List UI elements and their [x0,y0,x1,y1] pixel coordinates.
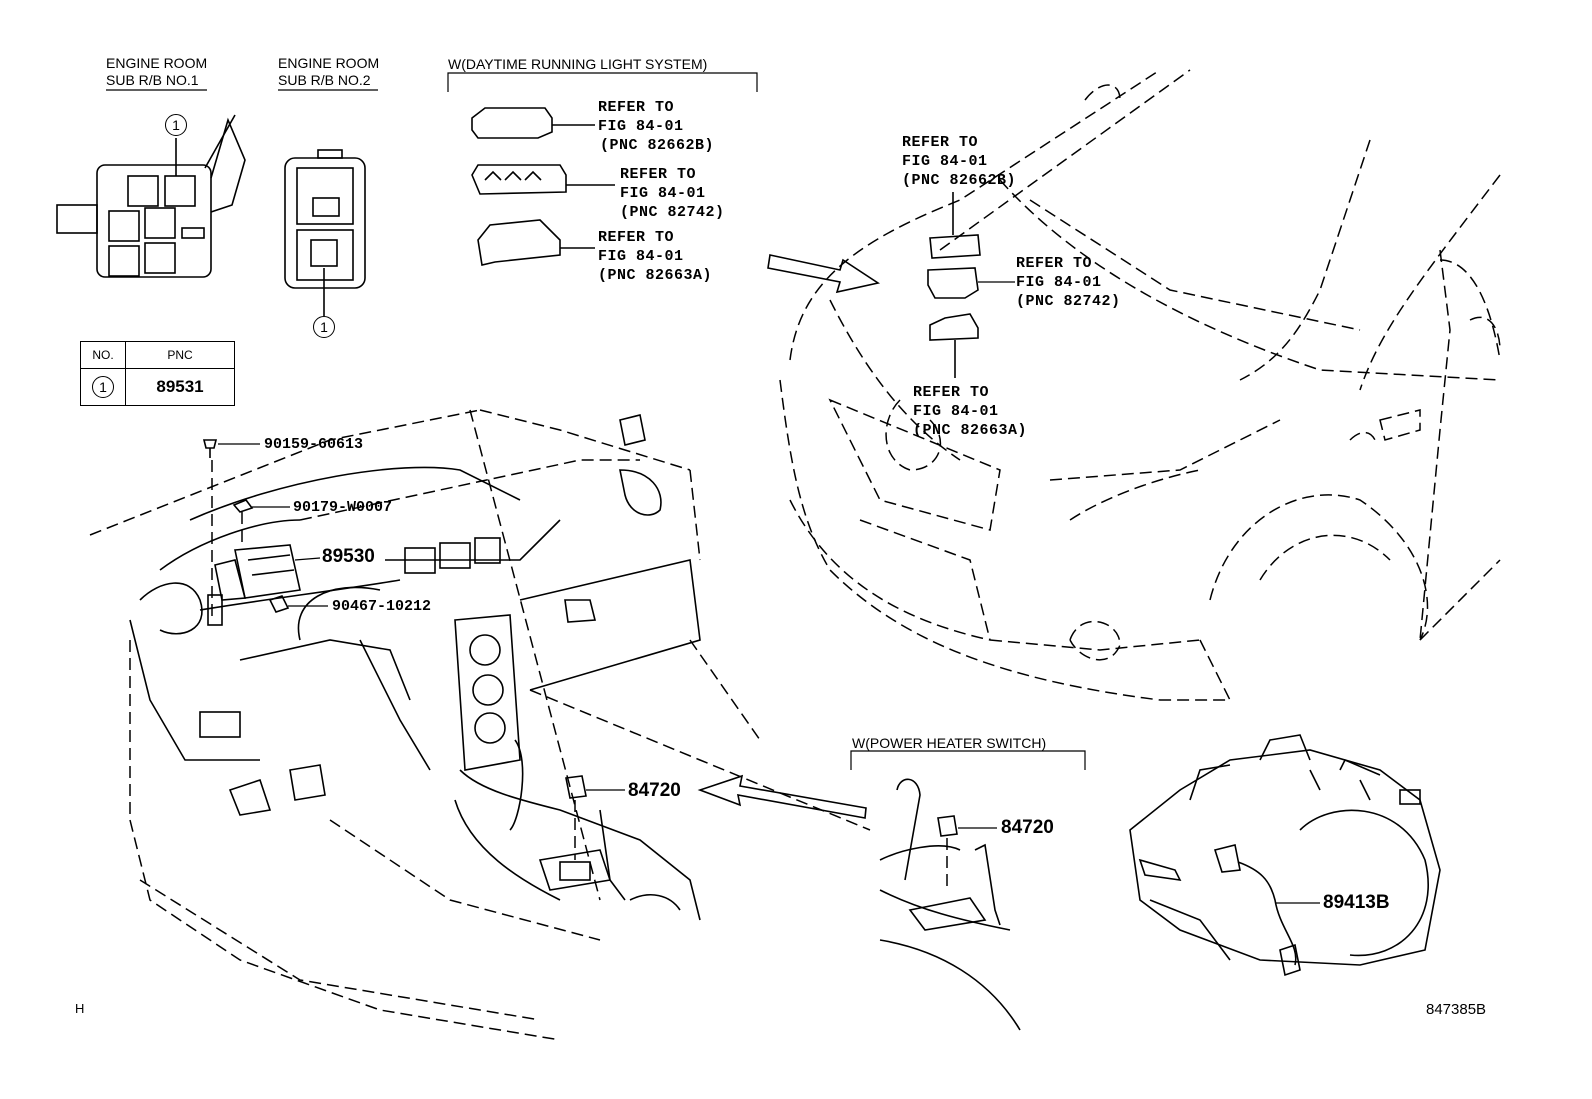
part-number-sensor: 89413B [1323,892,1390,913]
heater-title: W(POWER HEATER SWITCH) [852,735,1047,751]
refer-2-line1: REFER TO [620,166,697,183]
pnc-table: NO. PNC 1 89531 [80,341,235,406]
engine-room-1-line2: SUB R/B NO.1 [106,72,199,88]
diagram-number: 847385B [1426,1001,1487,1018]
transmission-drawing [1129,734,1441,977]
refer-3-line1: REFER TO [598,229,675,246]
arrow-to-switch [697,774,867,819]
arrow-to-car [767,254,881,294]
refer-3-line2: FIG 84-01 [598,248,684,265]
callout-1-block1: 1 [165,114,187,136]
part-number-nut: 90179-W0007 [293,499,393,516]
refer-4-line1: REFER TO [902,134,979,151]
part-number-switch-main: 84720 [628,780,681,801]
relay-block-1-drawing [56,114,246,278]
heater-bracket [850,750,1086,770]
drl-bracket [447,72,758,92]
refer-block-6: REFER TO FIG 84-01 (PNC 82663A) [913,383,1027,440]
refer-6-line3: (PNC 82663A) [913,422,1028,439]
part-number-switch-inset: 84720 [1001,817,1054,838]
part-number-bolt: 90159-60613 [264,436,364,453]
refer-1-line2: FIG 84-01 [598,118,684,135]
heater-inset-drawing [879,778,1021,1031]
refer-block-1: REFER TO FIG 84-01 (PNC 82662B) [598,98,714,155]
drl-components-drawing [471,107,615,266]
refer-block-4: REFER TO FIG 84-01 (PNC 82662B) [902,133,1016,190]
refer-1-line3: (PNC 82662B) [600,137,715,154]
refer-4-line2: FIG 84-01 [902,153,988,170]
refer-2-line3: (PNC 82742) [620,204,725,221]
refer-5-line1: REFER TO [1016,255,1093,272]
refer-6-line2: FIG 84-01 [913,403,999,420]
pnc-header-no: NO. [80,341,126,369]
switch-main-drawing [565,775,625,860]
refer-block-5: REFER TO FIG 84-01 (PNC 82742) [1016,254,1121,311]
ecu-drawing [202,439,328,626]
refer-1-line1: REFER TO [598,99,675,116]
engine-room-2-line1: ENGINE ROOM [278,55,380,71]
drl-title: W(DAYTIME RUNNING LIGHT SYSTEM) [448,56,708,72]
refer-block-3: REFER TO FIG 84-01 (PNC 82663A) [598,228,712,285]
footer-left-code: H [75,1001,85,1016]
pnc-row-no: 1 [92,376,114,398]
pnc-header-pnc: PNC [125,341,235,369]
part-number-ecu: 89530 [322,546,375,567]
part-number-clip: 90467-10212 [332,598,432,615]
engine-room-2-line2: SUB R/B NO.2 [278,72,371,88]
car-front-drawing [779,69,1501,701]
pnc-row-pnc: 89531 [125,368,235,406]
refer-5-line2: FIG 84-01 [1016,274,1102,291]
refer-6-line1: REFER TO [913,384,990,401]
refer-2-line2: FIG 84-01 [620,185,706,202]
engine-room-1-line1: ENGINE ROOM [106,55,208,71]
dashboard-drawing [89,409,871,1041]
refer-4-line3: (PNC 82662B) [902,172,1017,189]
refer-block-2: REFER TO FIG 84-01 (PNC 82742) [620,165,725,222]
engine-room-1-label: ENGINE ROOM SUB R/B NO.1 [106,55,207,89]
refer-3-line3: (PNC 82663A) [598,267,713,284]
refer-5-line3: (PNC 82742) [1016,293,1121,310]
relay-block-2-drawing [284,149,366,316]
callout-1-block2: 1 [313,316,335,338]
engine-room-2-label: ENGINE ROOM SUB R/B NO.2 [278,55,379,89]
